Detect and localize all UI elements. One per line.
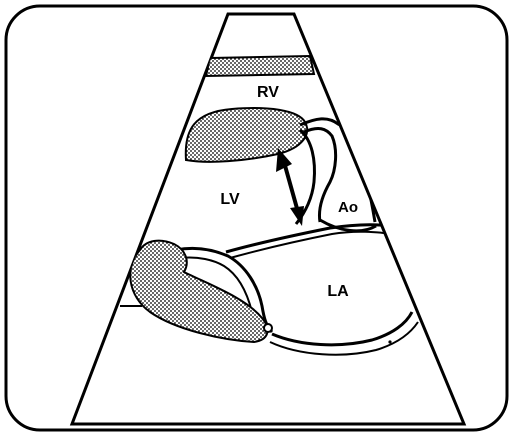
la-wall-dot [388, 340, 392, 344]
epss-arrow-head-bottom [290, 206, 304, 226]
aortic-root-wall [303, 127, 338, 223]
la-posterior-wall [271, 311, 414, 347]
label-ao: Ao [338, 199, 358, 216]
la-posterior-wall-outer [269, 321, 419, 356]
anterior-mitral-leaflet [225, 223, 393, 254]
epss-arrow-shaft [282, 161, 300, 213]
aortic-cusp [319, 218, 377, 233]
lv-posterior-wall [129, 239, 269, 344]
anterior-mitral-leaflet-inner [229, 230, 395, 259]
coronary-sinus [263, 323, 273, 333]
label-rv: RV [257, 84, 279, 101]
posterior-mitral-leaflet [175, 246, 274, 334]
label-la: LA [327, 283, 349, 300]
rv-anterior-wall [204, 54, 316, 78]
posterior-mitral-leaflet-inner [179, 256, 253, 313]
epss-arrow-head-top [276, 148, 292, 172]
label-lv: LV [220, 191, 240, 208]
